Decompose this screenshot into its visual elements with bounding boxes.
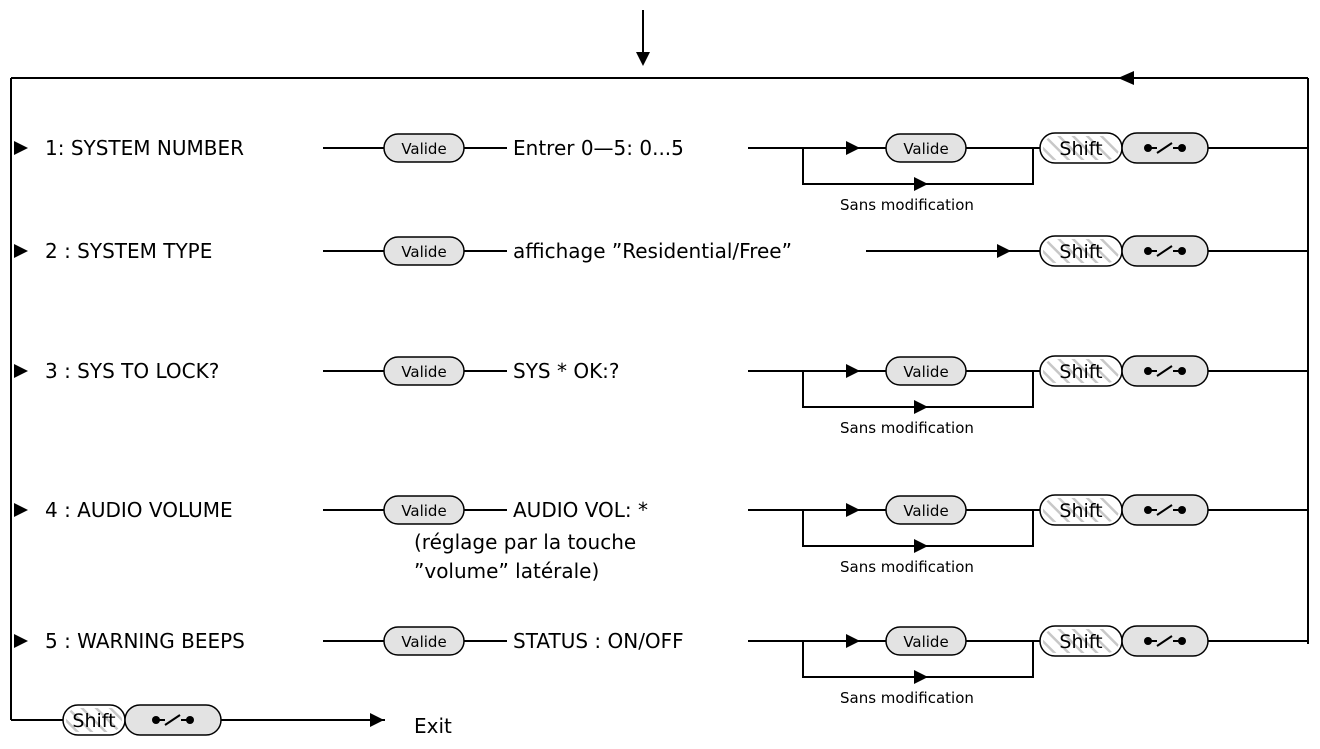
svg-text:Shift: Shift	[1059, 241, 1102, 263]
valide-button[interactable]: Valide	[383, 133, 465, 163]
shift-button[interactable]: Shift	[1039, 132, 1123, 164]
action-text: affichage ”Residential/Free”	[513, 239, 792, 263]
svg-text:Shift: Shift	[72, 710, 115, 732]
svg-text:Valide: Valide	[903, 633, 948, 651]
svg-text:Shift: Shift	[1059, 631, 1102, 653]
shift-button[interactable]: Shift	[1039, 494, 1123, 526]
confirm-valide-button[interactable]: Valide	[885, 495, 967, 525]
svg-text:Valide: Valide	[401, 243, 446, 261]
svg-text:Valide: Valide	[401, 140, 446, 158]
switch-icon	[1144, 635, 1186, 647]
action-text: AUDIO VOL: *	[513, 498, 648, 522]
ok-button[interactable]	[1121, 235, 1209, 267]
bypass-label: Sans modification	[840, 419, 974, 437]
action-note: (réglage par la touche	[414, 530, 636, 554]
return-arrow	[1118, 71, 1134, 85]
menu-row-1: 1: SYSTEM NUMBER Valide Entrer 0—5: 0...5 V…	[14, 132, 1308, 214]
action-text: Entrer 0—5: 0...5	[513, 136, 684, 160]
ok-button[interactable]	[1121, 494, 1209, 526]
frame	[10, 10, 1309, 720]
menu-row-5: 5 : WARNING BEEPS Valide STATUS : ON/OFF Va…	[14, 625, 1308, 707]
svg-text:Shift: Shift	[1059, 138, 1102, 160]
menu-row-3: 3 : SYS TO LOCK? Valide SYS * OK:? ValideSa…	[14, 355, 1308, 437]
svg-text:Valide: Valide	[903, 363, 948, 381]
confirm-valide-button[interactable]: Valide	[885, 356, 967, 386]
menu-row-2: 2 : SYSTEM TYPE Valide affichage ”Resident…	[14, 235, 1308, 267]
ok-button[interactable]	[1121, 132, 1209, 164]
valide-button[interactable]: Valide	[383, 626, 465, 656]
menu-item-label: 5 : WARNING BEEPS	[45, 629, 245, 653]
menu-item-label: 2 : SYSTEM TYPE	[45, 239, 212, 263]
svg-text:Shift: Shift	[1059, 361, 1102, 383]
svg-text:Shift: Shift	[1059, 500, 1102, 522]
bypass-label: Sans modification	[840, 558, 974, 576]
menu-row-4: 4 : AUDIO VOLUME Valide AUDIO VOL: * (régla…	[14, 494, 1308, 583]
switch-icon	[1144, 365, 1186, 377]
valide-button[interactable]: Valide	[383, 495, 465, 525]
ok-button[interactable]	[1121, 625, 1209, 657]
bypass-label: Sans modification	[840, 689, 974, 707]
exit-label: Exit	[414, 714, 452, 738]
exit-row: Shift Exit	[11, 704, 452, 738]
exit-shift-button[interactable]: Shift	[62, 704, 126, 736]
shift-button[interactable]: Shift	[1039, 625, 1123, 657]
svg-text:Valide: Valide	[401, 633, 446, 651]
shift-button[interactable]: Shift	[1039, 235, 1123, 267]
switch-icon	[1144, 142, 1186, 154]
svg-text:Valide: Valide	[401, 502, 446, 520]
confirm-valide-button[interactable]: Valide	[885, 626, 967, 656]
menu-item-label: 3 : SYS TO LOCK?	[45, 359, 219, 383]
svg-text:Valide: Valide	[903, 502, 948, 520]
svg-text:Valide: Valide	[903, 140, 948, 158]
bypass-label: Sans modification	[840, 196, 974, 214]
action-text: SYS * OK:?	[513, 359, 620, 383]
menu-item-label: 4 : AUDIO VOLUME	[45, 498, 233, 522]
valide-button[interactable]: Valide	[383, 356, 465, 386]
svg-text:Valide: Valide	[401, 363, 446, 381]
confirm-valide-button[interactable]: Valide	[885, 133, 967, 163]
menu-item-label: 1: SYSTEM NUMBER	[45, 136, 244, 160]
switch-icon	[152, 714, 194, 726]
action-text: STATUS : ON/OFF	[513, 629, 684, 653]
exit-ok-button[interactable]	[124, 704, 222, 736]
action-note: ”volume” latérale)	[414, 559, 599, 583]
valide-button[interactable]: Valide	[383, 236, 465, 266]
shift-button[interactable]: Shift	[1039, 355, 1123, 387]
switch-icon	[1144, 245, 1186, 257]
switch-icon	[1144, 504, 1186, 516]
ok-button[interactable]	[1121, 355, 1209, 387]
